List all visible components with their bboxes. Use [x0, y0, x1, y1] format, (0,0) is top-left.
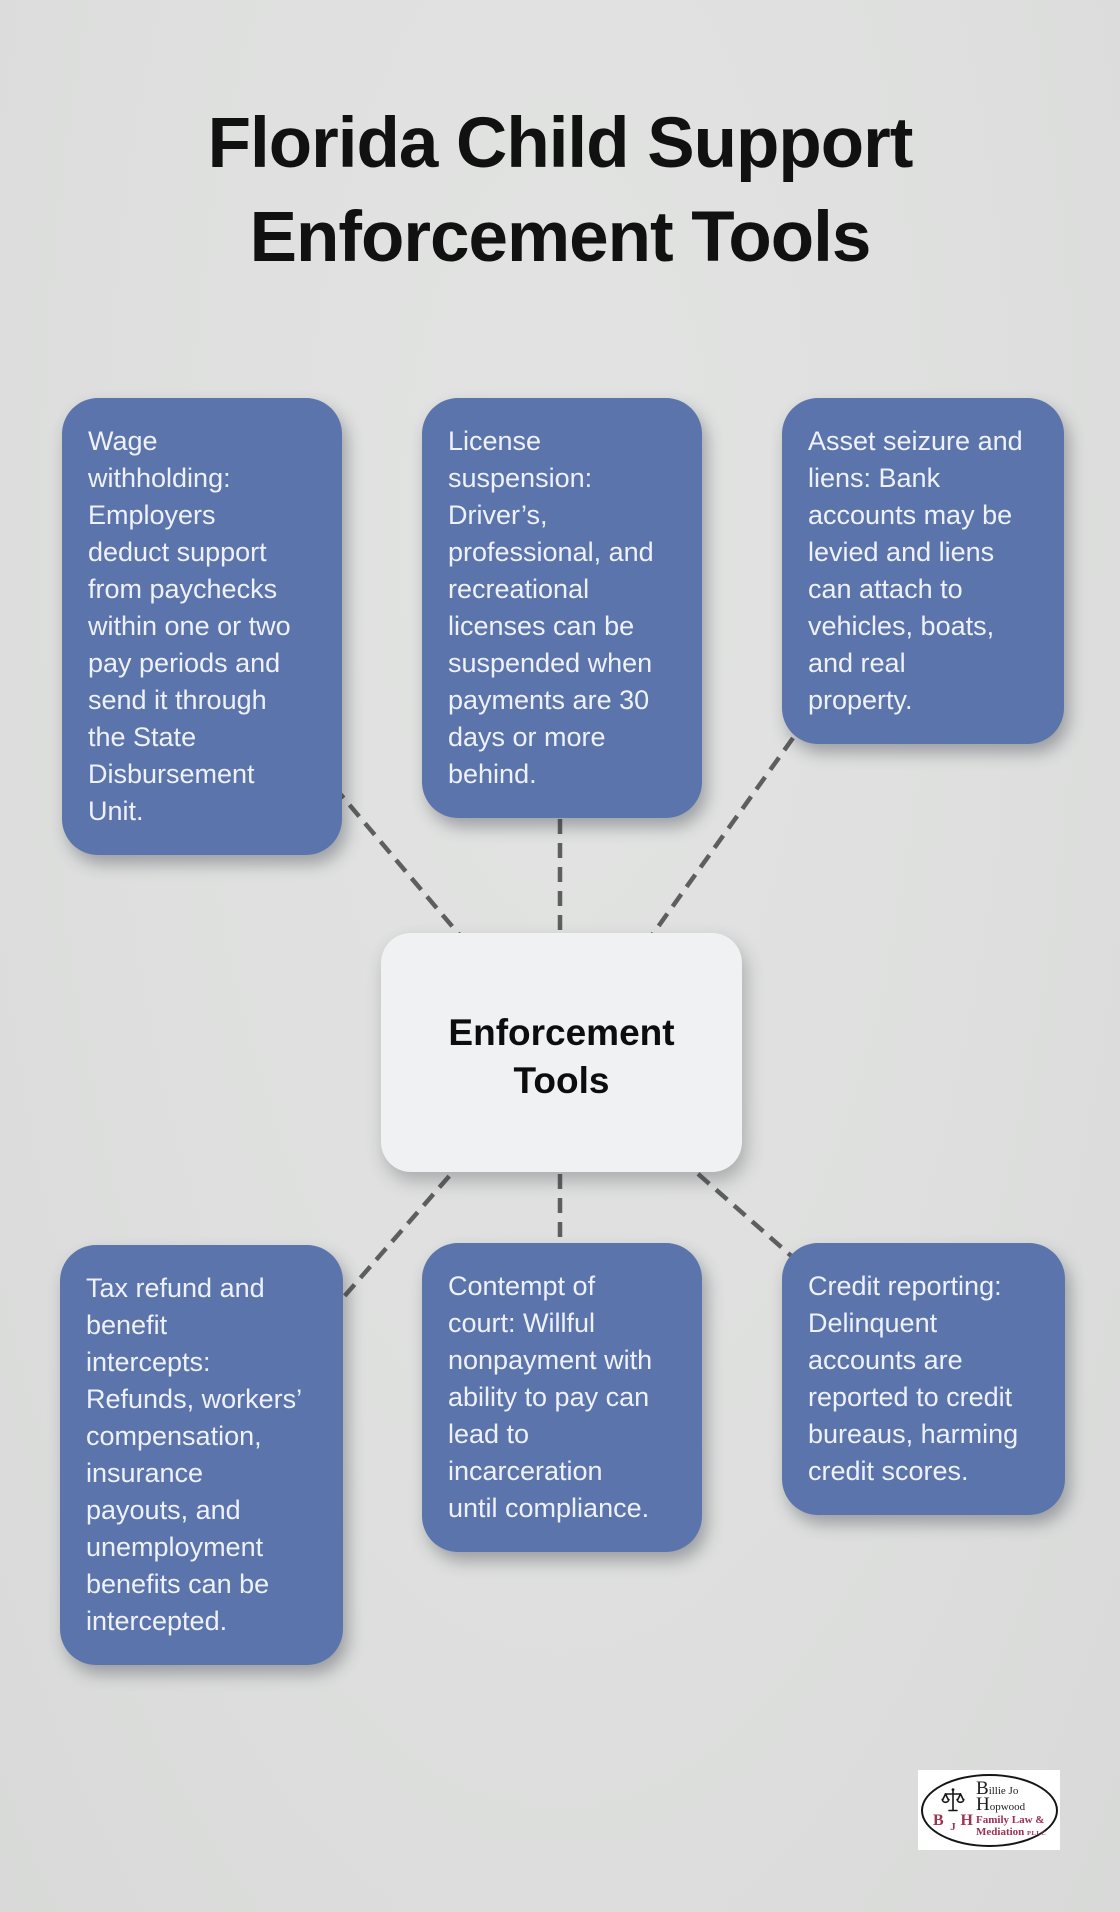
logo-suffix: PLLC	[1027, 1829, 1047, 1837]
connector-line-credit	[678, 1156, 807, 1270]
logo-text: Billie Jo Hopwood Family Law & Mediation…	[976, 1779, 1046, 1840]
box-asset-seizure-liens-text: Asset seizure and liens: Bank accounts m…	[808, 426, 1023, 715]
logo-ellipse: B J H Billie Jo Hopwood Family Law & Med…	[921, 1774, 1058, 1847]
logo-monogram: B J H	[932, 1786, 974, 1836]
logo-tagline-2: Mediation PLLC	[976, 1826, 1046, 1840]
box-wage-withholding-text: Wage withholding: Employers deduct suppo…	[88, 426, 291, 826]
logo-name-rest-1: illie Jo	[988, 1784, 1019, 1797]
logo-tagline-2-text: Mediation	[976, 1825, 1025, 1838]
box-credit-reporting-text: Credit reporting: Delinquent accounts ar…	[808, 1271, 1019, 1486]
logo-name-initial-1: B	[976, 1777, 989, 1799]
logo-tagline-1: Family Law &	[976, 1813, 1045, 1826]
box-asset-seizure-liens: Asset seizure and liens: Bank accounts m…	[782, 398, 1064, 744]
logo-name-line-2: Hopwood	[976, 1795, 1046, 1814]
logo-billie-jo-hopwood: B J H Billie Jo Hopwood Family Law & Med…	[918, 1770, 1060, 1850]
box-tax-refund-intercepts-text: Tax refund and benefit intercepts: Refun…	[86, 1273, 303, 1636]
box-license-suspension-text: License suspension: Driver’s, profession…	[448, 426, 654, 789]
logo-name-initial-2: H	[976, 1793, 990, 1815]
monogram-letter-b: B	[933, 1811, 944, 1829]
box-wage-withholding: Wage withholding: Employers deduct suppo…	[62, 398, 342, 855]
scales-icon	[941, 1787, 965, 1811]
box-license-suspension: License suspension: Driver’s, profession…	[422, 398, 702, 818]
monogram-letter-j: J	[950, 1820, 956, 1833]
box-contempt-of-court: Contempt of court: Willful nonpayment wi…	[422, 1243, 702, 1552]
logo-name-line-1: Billie Jo	[976, 1779, 1046, 1798]
connector-line-tax	[326, 1156, 467, 1317]
logo-name-rest-2: opwood	[989, 1800, 1026, 1813]
box-contempt-of-court-text: Contempt of court: Willful nonpayment wi…	[448, 1271, 653, 1523]
center-node: Enforcement Tools	[381, 933, 742, 1172]
page-title: Florida Child Support Enforcement Tools	[207, 104, 914, 277]
box-tax-refund-intercepts: Tax refund and benefit intercepts: Refun…	[60, 1245, 343, 1665]
box-credit-reporting: Credit reporting: Delinquent accounts ar…	[782, 1243, 1065, 1515]
center-node-label: Enforcement Tools	[448, 1011, 675, 1101]
connector-line-asset	[638, 736, 795, 954]
connector-line-wage	[301, 748, 470, 947]
monogram-letter-h: H	[960, 1811, 973, 1829]
